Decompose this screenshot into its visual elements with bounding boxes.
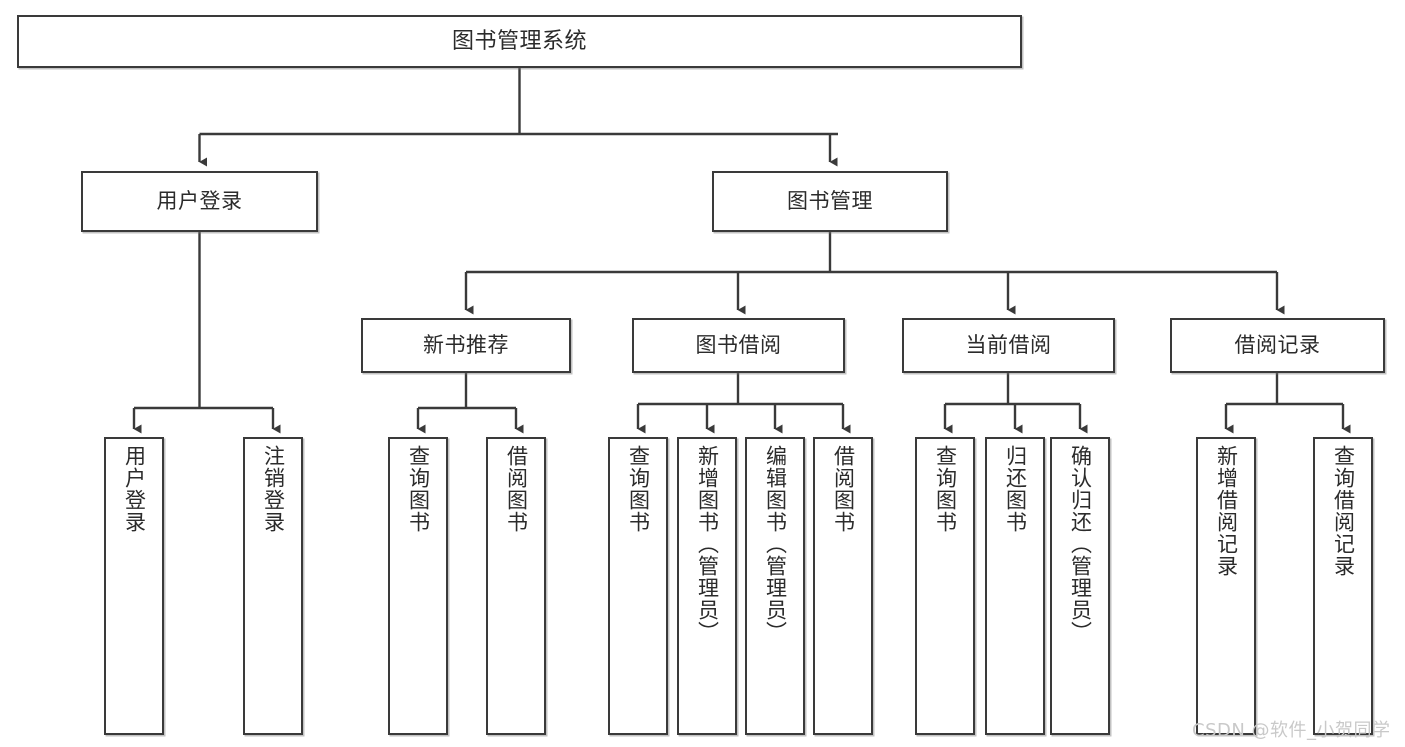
node-book-manage-label: 图书管理 — [787, 189, 873, 214]
node-leaf-add-book-label: 新增图书（管理员） — [695, 445, 720, 643]
node-user-login[interactable]: 用户登录 — [81, 171, 318, 232]
node-leaf-query-book-3[interactable]: 查询图书 — [915, 437, 975, 735]
node-leaf-confirm-return-label: 确认归还（管理员） — [1068, 445, 1093, 643]
node-leaf-query-record[interactable]: 查询借阅记录 — [1313, 437, 1373, 735]
node-leaf-query-book-3-label: 查询图书 — [933, 445, 958, 533]
node-leaf-logout[interactable]: 注销登录 — [243, 437, 303, 735]
node-leaf-add-record[interactable]: 新增借阅记录 — [1196, 437, 1256, 735]
node-leaf-borrow-book-2-label: 借阅图书 — [831, 445, 856, 533]
node-leaf-return-book-label: 归还图书 — [1003, 445, 1028, 533]
node-leaf-borrow-book-1[interactable]: 借阅图书 — [486, 437, 546, 735]
node-leaf-logout-label: 注销登录 — [261, 445, 286, 533]
node-leaf-add-book[interactable]: 新增图书（管理员） — [677, 437, 737, 735]
node-leaf-confirm-return[interactable]: 确认归还（管理员） — [1050, 437, 1110, 735]
node-new-book-rec-label: 新书推荐 — [423, 333, 509, 358]
node-leaf-borrow-book-2[interactable]: 借阅图书 — [813, 437, 873, 735]
node-leaf-return-book[interactable]: 归还图书 — [985, 437, 1045, 735]
node-root-label: 图书管理系统 — [451, 28, 587, 54]
node-leaf-query-book-1-label: 查询图书 — [406, 445, 431, 533]
node-root[interactable]: 图书管理系统 — [17, 15, 1022, 68]
node-current-borrow-label: 当前借阅 — [965, 333, 1052, 358]
node-leaf-borrow-book-1-label: 借阅图书 — [504, 445, 529, 533]
node-book-borrow-label: 图书借阅 — [695, 333, 782, 358]
node-user-login-label: 用户登录 — [156, 189, 243, 214]
node-book-manage[interactable]: 图书管理 — [712, 171, 948, 232]
node-leaf-user-login-label: 用户登录 — [122, 445, 147, 533]
node-borrow-record-label: 借阅记录 — [1234, 333, 1321, 358]
node-leaf-edit-book[interactable]: 编辑图书（管理员） — [745, 437, 805, 735]
node-book-borrow[interactable]: 图书借阅 — [632, 318, 845, 373]
csdn-watermark: CSDN @软件_小贺同学 — [1192, 720, 1391, 741]
node-leaf-user-login[interactable]: 用户登录 — [104, 437, 164, 735]
node-leaf-query-book-1[interactable]: 查询图书 — [388, 437, 448, 735]
node-leaf-add-record-label: 新增借阅记录 — [1214, 445, 1239, 577]
node-leaf-query-book-2[interactable]: 查询图书 — [608, 437, 668, 735]
node-leaf-edit-book-label: 编辑图书（管理员） — [763, 445, 788, 643]
node-leaf-query-record-label: 查询借阅记录 — [1331, 445, 1356, 577]
node-new-book-rec[interactable]: 新书推荐 — [361, 318, 571, 373]
node-leaf-query-book-2-label: 查询图书 — [626, 445, 651, 533]
node-current-borrow[interactable]: 当前借阅 — [902, 318, 1115, 373]
node-borrow-record[interactable]: 借阅记录 — [1170, 318, 1385, 373]
